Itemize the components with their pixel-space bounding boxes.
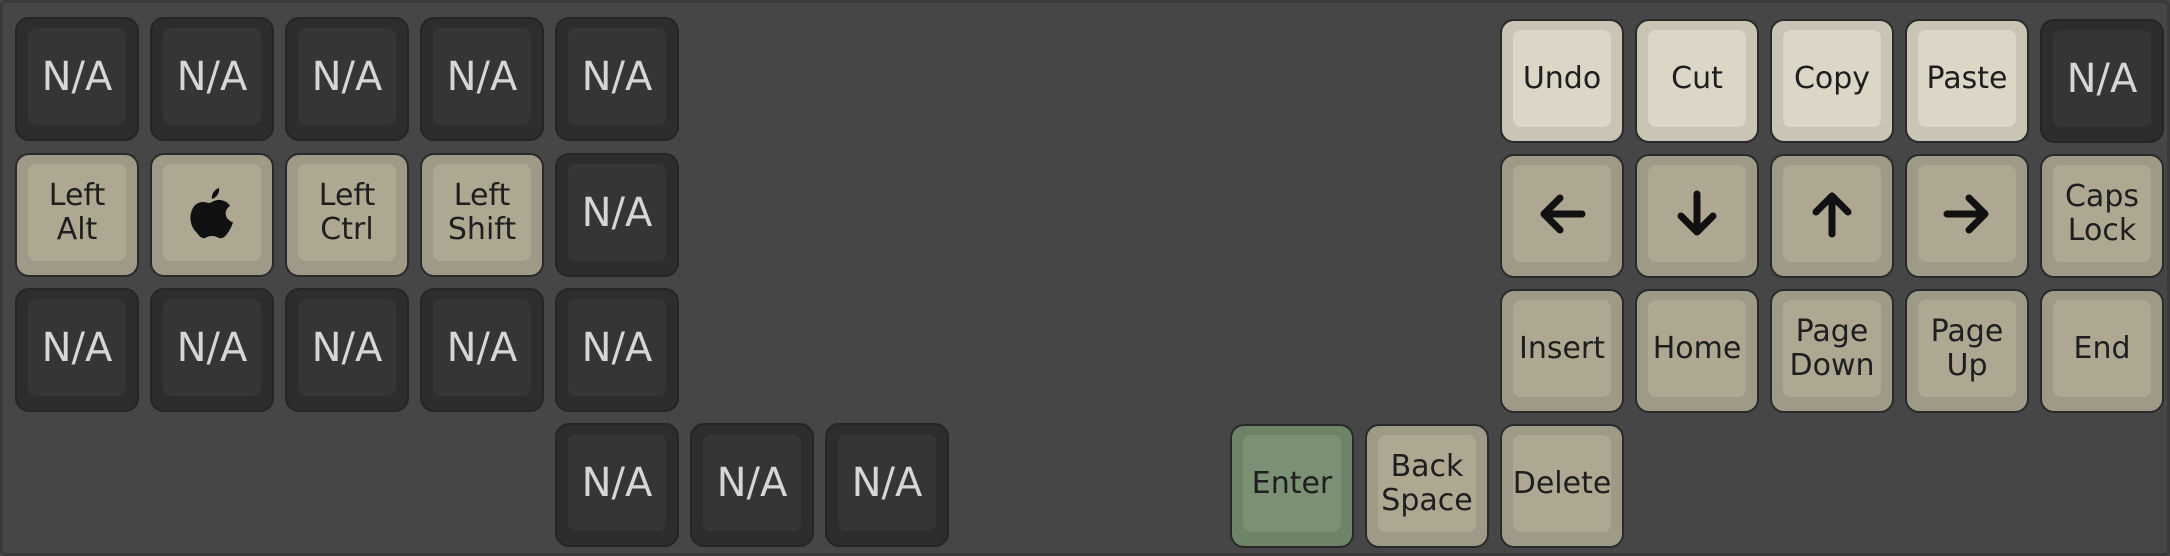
key-home[interactable]: Home xyxy=(1635,289,1759,413)
key-label: N/A xyxy=(176,53,248,100)
key-l1-1[interactable]: N/A xyxy=(15,17,139,141)
key-arrow-down[interactable] xyxy=(1635,154,1759,278)
key-delete[interactable]: Delete xyxy=(1500,424,1624,548)
key-label: Left Shift xyxy=(447,177,517,247)
key-l3-1[interactable]: N/A xyxy=(15,288,139,412)
key-label: Home xyxy=(1652,330,1742,366)
key-lthumb-2[interactable]: N/A xyxy=(690,423,814,547)
key-label: N/A xyxy=(41,53,113,100)
key-label: N/A xyxy=(581,459,653,506)
key-label: Caps Lock xyxy=(2064,178,2139,248)
key-r1-5[interactable]: N/A xyxy=(2040,19,2164,143)
key-caps-lock[interactable]: Caps Lock xyxy=(2040,154,2164,278)
key-label: Cut xyxy=(1671,60,1723,96)
key-label: Left Alt xyxy=(48,177,106,247)
key-arrow-right[interactable] xyxy=(1905,154,2029,278)
key-lthumb-1[interactable]: N/A xyxy=(555,423,679,547)
key-end[interactable]: End xyxy=(2040,289,2164,413)
key-label: N/A xyxy=(716,459,788,506)
key-copy[interactable]: Copy xyxy=(1770,19,1894,143)
key-label: Page Down xyxy=(1789,313,1875,383)
key-arrow-left[interactable] xyxy=(1500,154,1624,278)
key-l1-3[interactable]: N/A xyxy=(285,17,409,141)
key-label: Paste xyxy=(1926,60,2008,96)
key-label: Insert xyxy=(1518,330,1606,366)
key-paste[interactable]: Paste xyxy=(1905,19,2029,143)
key-insert[interactable]: Insert xyxy=(1500,289,1624,413)
arrow-up-icon xyxy=(1806,188,1858,240)
key-backspace[interactable]: Back Space xyxy=(1365,424,1489,548)
key-l3-3[interactable]: N/A xyxy=(285,288,409,412)
key-label: Delete xyxy=(1512,465,1612,501)
key-l1-4[interactable]: N/A xyxy=(420,17,544,141)
key-enter[interactable]: Enter xyxy=(1230,424,1354,548)
key-l1-5[interactable]: N/A xyxy=(555,17,679,141)
key-label: N/A xyxy=(41,324,113,371)
key-label: Copy xyxy=(1793,60,1871,96)
key-label: Left Ctrl xyxy=(318,177,376,247)
key-label: N/A xyxy=(446,324,518,371)
arrow-down-icon xyxy=(1671,188,1723,240)
key-left-alt[interactable]: Left Alt xyxy=(15,153,139,277)
key-l3-2[interactable]: N/A xyxy=(150,288,274,412)
key-label: Enter xyxy=(1251,465,1333,501)
key-command[interactable] xyxy=(150,153,274,277)
key-label: Page Up xyxy=(1930,313,2004,383)
key-lthumb-3[interactable]: N/A xyxy=(825,423,949,547)
key-arrow-up[interactable] xyxy=(1770,154,1894,278)
key-label: N/A xyxy=(581,53,653,100)
key-undo[interactable]: Undo xyxy=(1500,19,1624,143)
key-label: N/A xyxy=(311,53,383,100)
key-label: N/A xyxy=(581,189,653,236)
arrow-right-icon xyxy=(1941,188,1993,240)
key-page-up[interactable]: Page Up xyxy=(1905,289,2029,413)
key-left-shift[interactable]: Left Shift xyxy=(420,153,544,277)
key-page-down[interactable]: Page Down xyxy=(1770,289,1894,413)
key-label: N/A xyxy=(311,324,383,371)
key-label: N/A xyxy=(446,53,518,100)
apple-icon xyxy=(189,186,235,240)
key-left-ctrl[interactable]: Left Ctrl xyxy=(285,153,409,277)
key-l2-5[interactable]: N/A xyxy=(555,153,679,277)
key-label: End xyxy=(2073,330,2131,366)
key-label: N/A xyxy=(176,324,248,371)
key-l1-2[interactable]: N/A xyxy=(150,17,274,141)
arrow-left-icon xyxy=(1536,188,1588,240)
key-label: N/A xyxy=(2066,55,2138,102)
key-label: Back Space xyxy=(1381,448,1473,518)
key-l3-5[interactable]: N/A xyxy=(555,288,679,412)
key-l3-4[interactable]: N/A xyxy=(420,288,544,412)
key-label: N/A xyxy=(581,324,653,371)
key-label: N/A xyxy=(851,459,923,506)
key-label: Undo xyxy=(1522,60,1602,96)
key-cut[interactable]: Cut xyxy=(1635,19,1759,143)
